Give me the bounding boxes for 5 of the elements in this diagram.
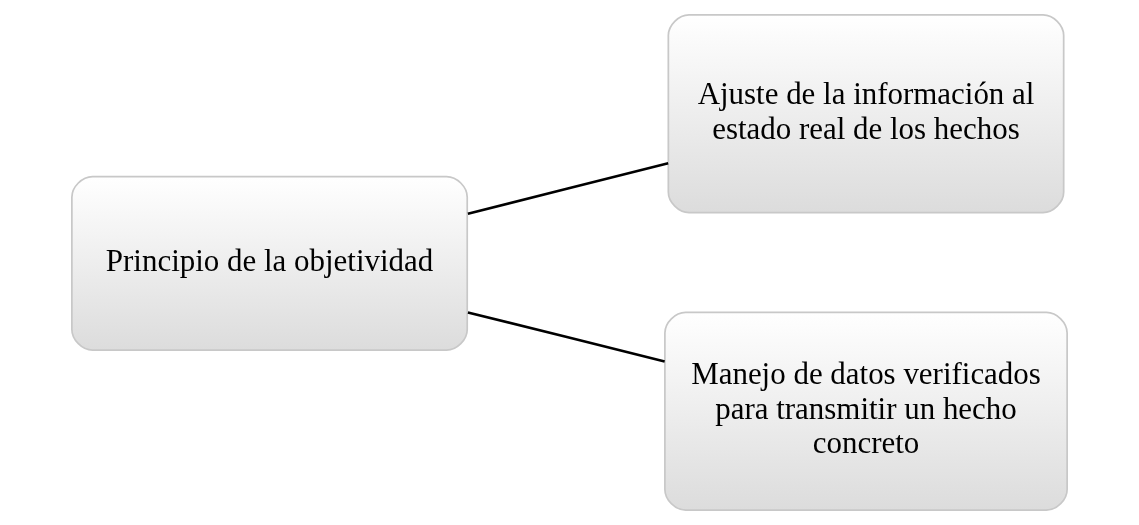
node-box: Manejo de datos verificados para transmitir un hecho concreto — [664, 311, 1068, 511]
node-box: Ajuste de la información al estado real de los hechos — [667, 14, 1065, 214]
node-box: Principio de la objetividad — [71, 175, 469, 352]
connector — [467, 162, 669, 216]
connector — [467, 311, 665, 363]
